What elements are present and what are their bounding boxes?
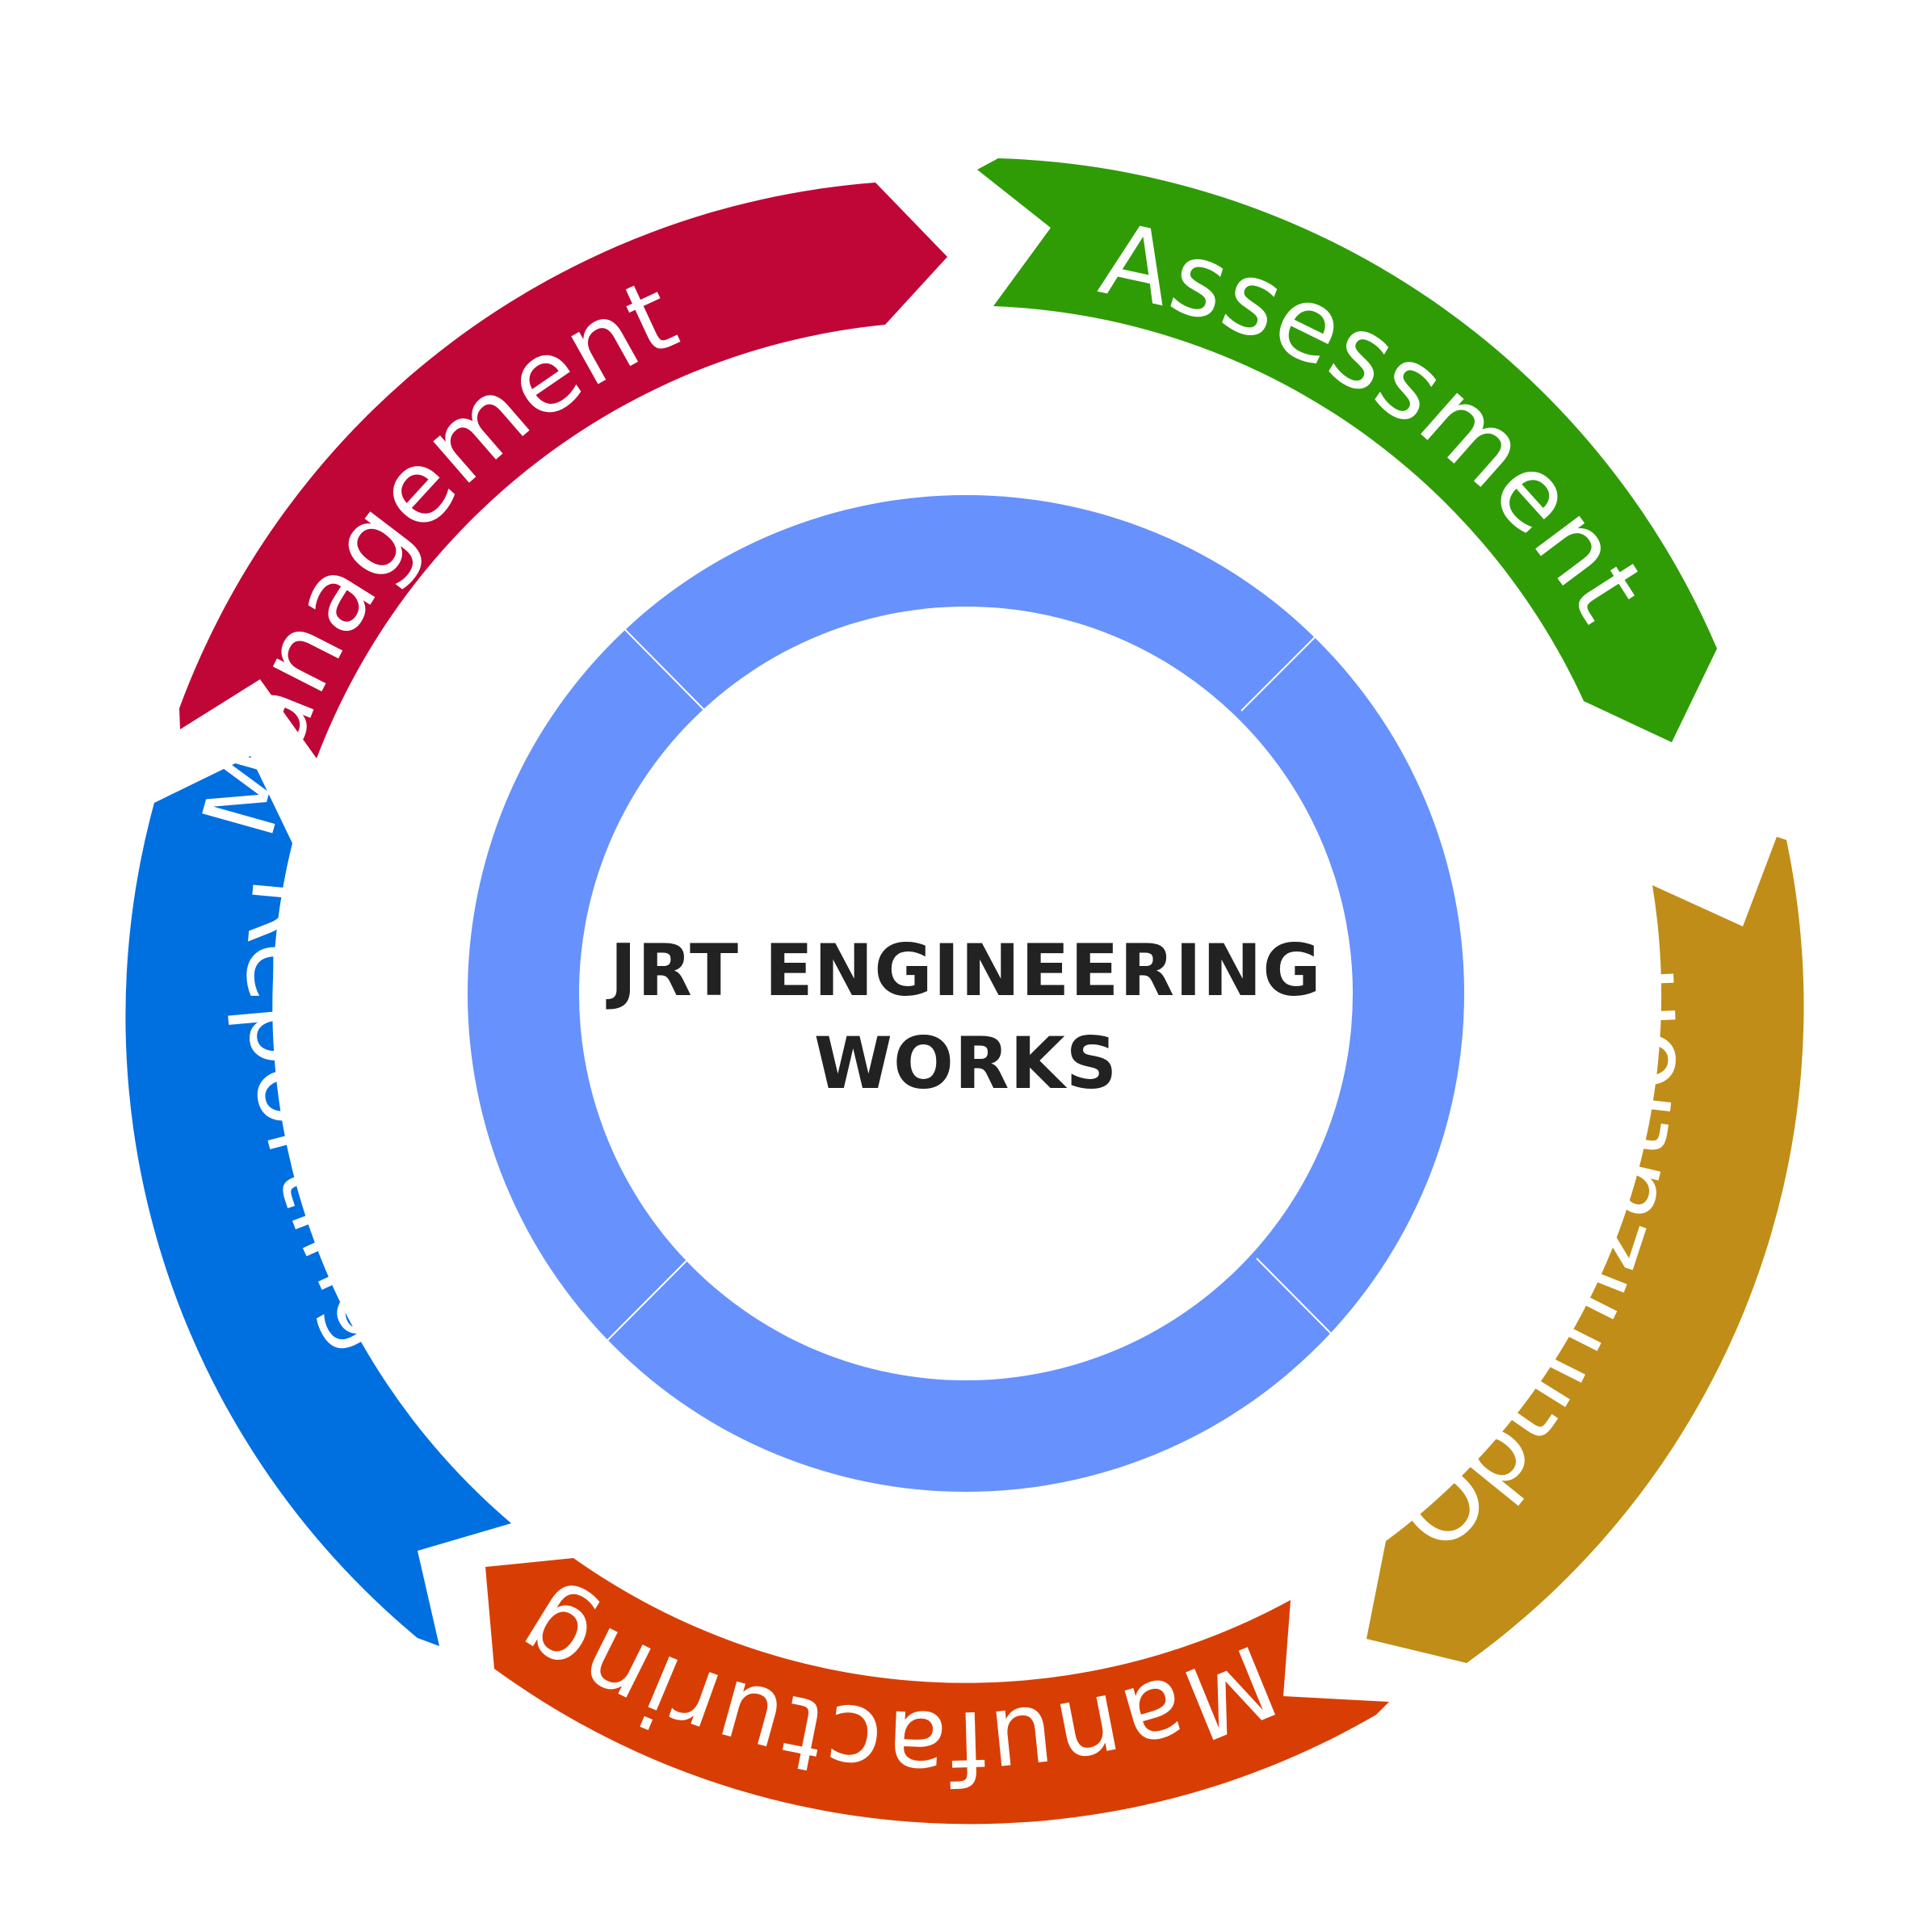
arrow-management[interactable] bbox=[179, 183, 947, 758]
arrow-reporting[interactable] bbox=[125, 756, 511, 1646]
divider-top-left bbox=[539, 543, 706, 712]
center-disc bbox=[579, 607, 1353, 1380]
divider-bottom-right bbox=[1256, 1258, 1421, 1425]
center-title-line1: JRT ENGINEERING bbox=[606, 929, 1321, 1012]
arrow-label-manufacturing: Manufacturing bbox=[497, 1569, 1291, 1805]
arrow-assessment[interactable] bbox=[977, 158, 1717, 742]
divider-bottom-left bbox=[523, 1258, 690, 1425]
outer-arrows bbox=[125, 158, 1804, 1825]
center-title-line2: WORKS bbox=[814, 1022, 1118, 1105]
ring-dividers bbox=[523, 543, 1421, 1425]
arrow-optimization[interactable] bbox=[1366, 837, 1804, 1663]
divider-top-right bbox=[1240, 546, 1406, 712]
arrow-manufacturing[interactable] bbox=[485, 1558, 1389, 1825]
inner-ring bbox=[468, 495, 1464, 1492]
